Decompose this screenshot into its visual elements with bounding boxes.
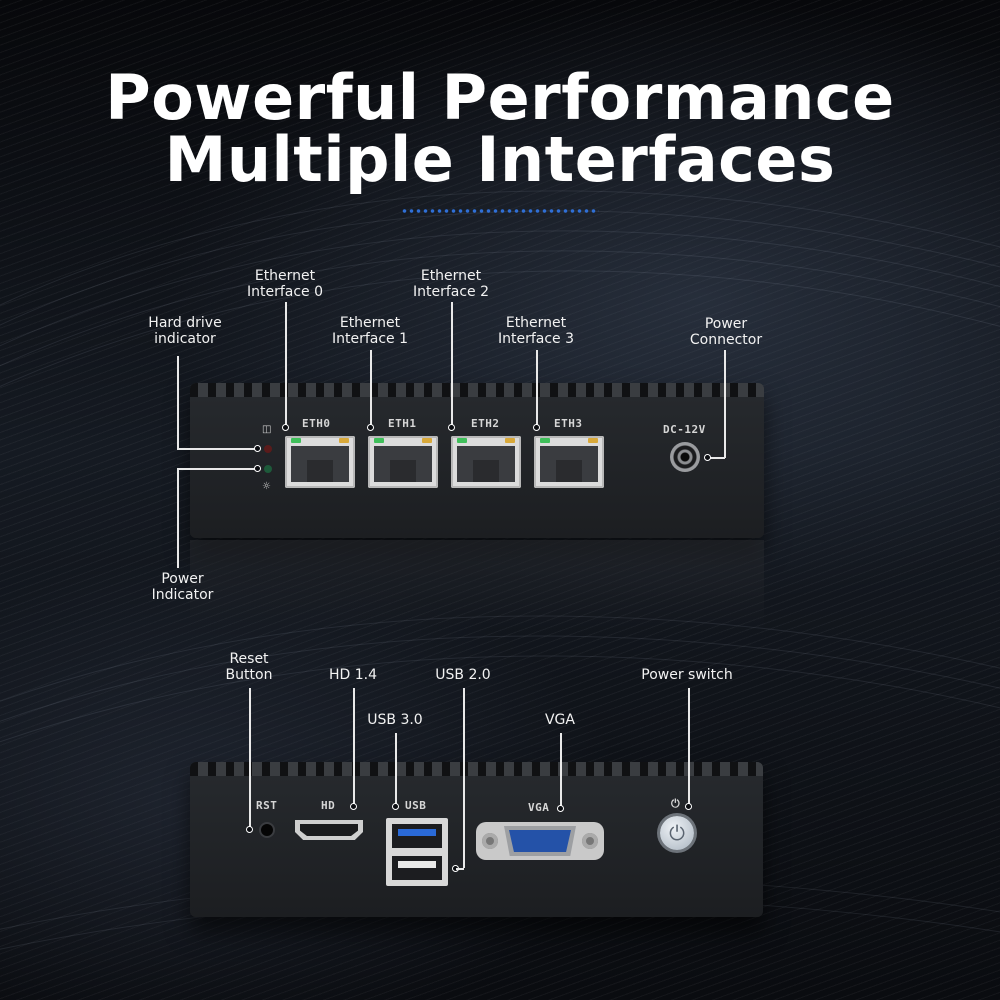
- power-led: [264, 465, 272, 473]
- eth1-port-label: ETH1: [388, 417, 417, 430]
- leader-eth0: [285, 302, 287, 426]
- leader-eth2: [451, 302, 453, 426]
- leader-hd: [353, 688, 355, 806]
- callout-usb3: USB 3.0: [367, 712, 423, 728]
- leader-power-switch-dot: [685, 803, 692, 810]
- leader-hdd-dot: [254, 445, 261, 452]
- leader-power-ind-dot: [254, 465, 261, 472]
- usb2-port[interactable]: [392, 856, 442, 880]
- heatsink-fins: [190, 383, 764, 397]
- headline-line-2: Multiple Interfaces: [164, 123, 836, 196]
- rear-panel-device: [190, 762, 763, 917]
- callout-eth3: Ethernet Interface 3: [497, 315, 575, 347]
- leader-power-connector-horizontal: [708, 457, 725, 459]
- usb-port-label: USB: [405, 799, 427, 812]
- eth2-port-label: ETH2: [471, 417, 500, 430]
- leader-reset-vertical: [249, 688, 251, 830]
- leader-hdd-horizontal: [177, 448, 257, 450]
- eth3-port-label: ETH3: [554, 417, 583, 430]
- accent-dot-divider: [401, 208, 599, 214]
- leader-usb3: [395, 733, 397, 806]
- leader-eth2-dot: [448, 424, 455, 431]
- reset-button[interactable]: [261, 824, 273, 836]
- leader-power-switch: [688, 688, 690, 806]
- vga-port-label: VGA: [528, 801, 550, 814]
- callout-hd: HD 1.4: [328, 667, 378, 683]
- hdmi-port[interactable]: [295, 820, 363, 840]
- lightbulb-icon: ☼: [262, 481, 271, 492]
- leader-hd-dot: [350, 803, 357, 810]
- leader-eth3: [536, 350, 538, 426]
- dc-power-jack[interactable]: [670, 442, 700, 472]
- leader-reset-dot: [246, 826, 253, 833]
- leader-usb2-horizontal: [456, 868, 464, 870]
- callout-power-indicator: Power Indicator: [151, 571, 214, 603]
- usb3-port[interactable]: [392, 824, 442, 848]
- leader-power-ind-horizontal: [177, 468, 257, 470]
- callout-eth0: Ethernet Interface 0: [246, 268, 324, 300]
- leader-eth1: [370, 350, 372, 426]
- hdd-led: [264, 445, 272, 453]
- power-symbol-label: ⏻: [671, 797, 681, 810]
- eth3-port[interactable]: [534, 436, 604, 488]
- power-switch-button[interactable]: ⏻: [660, 816, 694, 850]
- leader-eth3-dot: [533, 424, 540, 431]
- leader-vga-dot: [557, 805, 564, 812]
- callout-reset-button: Reset Button: [225, 651, 273, 683]
- hdd-icon: ◫: [262, 424, 272, 435]
- eth0-port[interactable]: [285, 436, 355, 488]
- headline-line-1: Powerful Performance: [105, 61, 895, 134]
- hd-port-label: HD: [321, 799, 336, 812]
- eth2-port[interactable]: [451, 436, 521, 488]
- callout-vga: VGA: [544, 712, 575, 728]
- callout-eth2: Ethernet Interface 2: [412, 268, 490, 300]
- leader-power-connector-dot: [704, 454, 711, 461]
- device-reflection: [190, 540, 764, 630]
- leader-usb3-dot: [392, 803, 399, 810]
- leader-power-connector-vertical: [724, 350, 726, 458]
- leader-eth1-dot: [367, 424, 374, 431]
- leader-vga: [560, 733, 562, 808]
- callout-power-connector: Power Connector: [689, 316, 763, 348]
- rst-port-label: RST: [256, 799, 278, 812]
- callout-power-switch: Power switch: [641, 667, 733, 683]
- callout-hdd-indicator: Hard drive indicator: [148, 315, 222, 347]
- leader-usb2-vertical: [463, 688, 465, 868]
- leader-eth0-dot: [282, 424, 289, 431]
- callout-eth1: Ethernet Interface 1: [331, 315, 409, 347]
- leader-hdd-vertical: [177, 356, 179, 449]
- vga-port[interactable]: [476, 822, 604, 860]
- leader-power-ind-vertical: [177, 468, 179, 568]
- eth0-port-label: ETH0: [302, 417, 331, 430]
- heatsink-fins-rear: [190, 762, 763, 776]
- callout-usb2: USB 2.0: [435, 667, 491, 683]
- eth1-port[interactable]: [368, 436, 438, 488]
- usb-port-stack: [386, 818, 448, 886]
- dc-port-label: DC-12V: [663, 423, 706, 436]
